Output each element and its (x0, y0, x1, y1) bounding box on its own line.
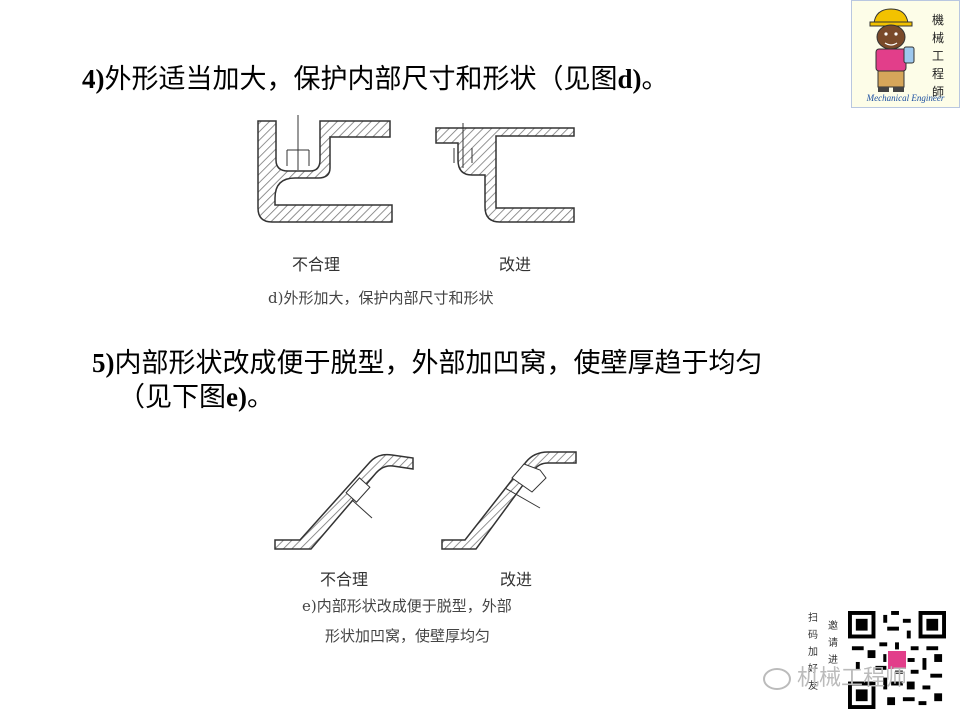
figure-e-left-label: 不合理 (320, 570, 369, 589)
item-4-number: 4) (82, 64, 105, 94)
logo-char: 械 (931, 31, 944, 45)
logo-vertical-text: 機 械 工 程 師 (928, 11, 948, 101)
logo-char: 機 (931, 13, 944, 27)
watermark-text: 机械工程师 (797, 666, 908, 691)
logo-char: 程 (931, 67, 944, 81)
item-4-end: 。 (641, 64, 669, 95)
figure-e-left-part (274, 453, 414, 550)
wechat-icon (763, 668, 791, 690)
qr-char: 邀 (828, 621, 838, 632)
figure-d-left-label: 不合理 (292, 255, 341, 274)
qr-char: 友 (808, 681, 818, 692)
item-5-ref: e) (226, 382, 247, 412)
figure-e-caption-line1: e)内部形状改成便于脱型，外部 (302, 597, 512, 615)
wechat-watermark: 机械工程师 (763, 660, 907, 692)
figure-e-caption-line2: 形状加凹窝，使壁厚均匀 (325, 627, 491, 645)
mechanical-engineer-logo: 機 械 工 程 師 Mechanical Engineer (851, 0, 960, 108)
item-5-line2-end: 。 (246, 382, 274, 413)
item-4-text: 外形适当加大，保护内部尺寸和形状（见图 (104, 64, 618, 95)
qr-char: 扫 (808, 613, 818, 624)
qr-char: 好 (808, 664, 818, 675)
qr-char: 码 (808, 630, 818, 641)
figure-d-caption: d)外形加大，保护内部尺寸和形状 (268, 289, 494, 307)
figure-d-right-part (435, 123, 575, 223)
qr-code[interactable] (848, 611, 946, 709)
item-5-heading-line2: （见下图e)。 (118, 380, 274, 415)
item-4-heading: 4)外形适当加大，保护内部尺寸和形状（见图d)。 (82, 62, 669, 97)
qr-char: 加 (808, 647, 818, 658)
figure-d-left-part (257, 115, 393, 223)
qr-char: 请 (828, 638, 838, 649)
logo-char: 工 (931, 49, 944, 63)
logo-char: 師 (931, 85, 944, 99)
item-4-ref: d) (617, 64, 642, 94)
qr-text-column-1: 扫 码 加 好 友 (806, 610, 820, 695)
figure-d-right-label: 改进 (499, 255, 532, 274)
logo-caption: Mechanical Engineer (866, 93, 945, 103)
item-5-number: 5) (92, 348, 115, 378)
qr-char: 进 (828, 655, 838, 666)
item-5-line1: 内部形状改成便于脱型，外部加凹窝，使壁厚趋于均匀 (114, 348, 763, 379)
figure-e-right-label: 改进 (500, 570, 533, 589)
qr-text-column-2: 邀 请 进 (826, 618, 840, 669)
engineer-mascot-icon (869, 8, 915, 92)
figure-e-right-part (441, 451, 577, 550)
item-5-line2-pre: （见下图 (118, 382, 226, 413)
item-5-heading-line1: 5)内部形状改成便于脱型，外部加凹窝，使壁厚趋于均匀 (92, 346, 763, 381)
